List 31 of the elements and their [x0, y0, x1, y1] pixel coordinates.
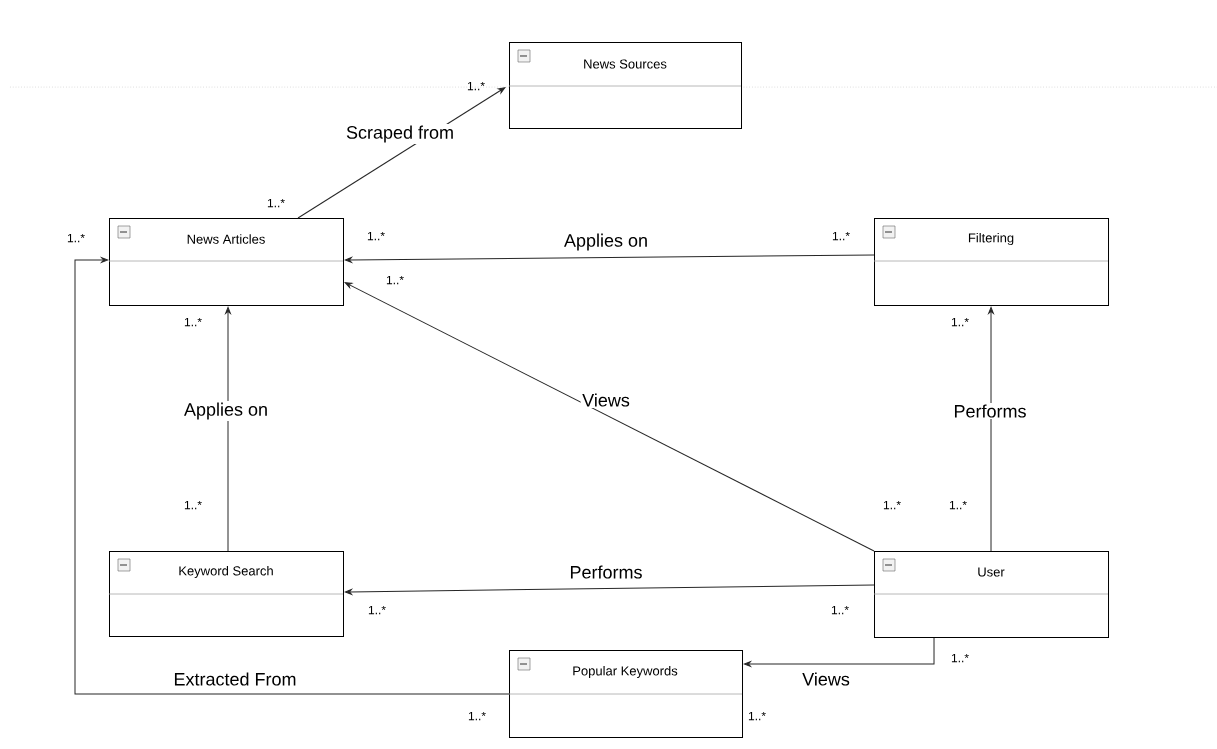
arrow — [225, 306, 231, 552]
class-box: Popular Keywords — [508, 650, 743, 738]
multiplicity-label: 1..* — [951, 653, 969, 663]
arrow — [988, 306, 994, 552]
arrow — [344, 584, 875, 595]
class-box: News Sources — [508, 42, 742, 129]
arrow — [74, 257, 510, 695]
multiplicity-label: 1..* — [831, 605, 849, 615]
edge-label: Scraped from — [344, 124, 456, 144]
multiplicity-label: 1..* — [386, 275, 404, 285]
multiplicity-label: 1..* — [368, 605, 386, 615]
multiplicity-label: 1..* — [367, 231, 385, 241]
multiplicity-label: 1..* — [832, 231, 850, 241]
arrow — [344, 282, 875, 552]
class-box: Keyword Search — [108, 551, 344, 637]
multiplicity-label: 1..* — [951, 317, 969, 327]
arrow — [743, 637, 935, 667]
multiplicity-label: 1..* — [67, 233, 85, 243]
multiplicity-label: 1..* — [184, 500, 202, 510]
multiplicity-label: 1..* — [184, 317, 202, 327]
multiplicity-label: 1..* — [883, 500, 901, 510]
multiplicity-label: 1..* — [468, 711, 486, 721]
class-box: Filtering — [873, 218, 1109, 306]
edge-label: Applies on — [182, 401, 270, 421]
arrow — [297, 87, 506, 219]
multiplicity-label: 1..* — [467, 81, 485, 91]
multiplicity-label: 1..* — [949, 500, 967, 510]
class-box: User — [873, 551, 1109, 638]
edge-label: Applies on — [562, 232, 650, 252]
arrow — [344, 254, 875, 263]
class-box: News Articles — [108, 218, 344, 306]
